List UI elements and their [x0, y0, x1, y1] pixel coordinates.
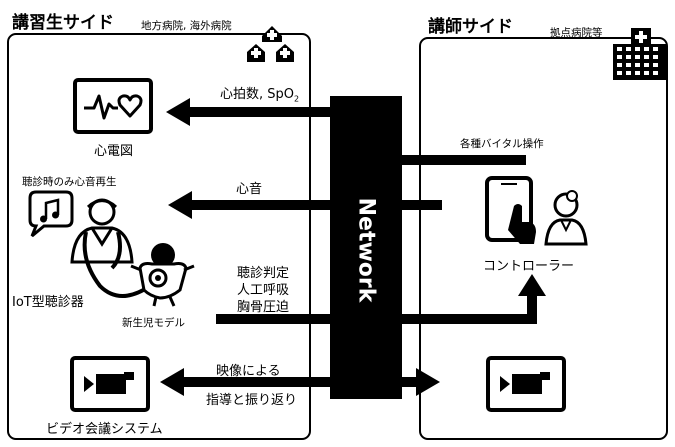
small-hospitals-icon: [247, 26, 294, 62]
heart-rate-label: 心拍数, SpO2: [220, 87, 300, 104]
auscultation-note: 聴診時のみ心音再生: [22, 176, 117, 188]
judgement-label: 聴診判定: [237, 266, 290, 281]
student-panel: [7, 33, 311, 440]
arrow-operation: [402, 155, 526, 165]
instructor-side-subtitle: 拠点病院等: [550, 27, 603, 39]
instructor-side-title: 講師サイド: [428, 17, 513, 37]
doctor-with-stethoscope-icon: [70, 198, 152, 298]
instructor-icon: [544, 190, 588, 246]
student-side-subtitle: 地方病院, 海外病院: [141, 20, 232, 32]
stethoscope-label: IoT型聴診器: [12, 295, 84, 310]
network-label: Network: [354, 198, 379, 304]
chest-compression-label: 胸骨圧迫: [237, 300, 290, 315]
newborn-label: 新生児モデル: [122, 317, 185, 329]
arrow-judgement: [216, 274, 546, 324]
newborn-icon: [130, 243, 195, 307]
arrow-video: [160, 368, 440, 396]
arrow-heart-sound: [168, 191, 442, 219]
vital-operation-label: 各種バイタル操作: [460, 138, 544, 150]
large-hospital-icon: [613, 28, 667, 80]
music-note-bubble-icon: [28, 190, 74, 238]
artificial-respiration-label: 人工呼吸: [237, 283, 290, 298]
video-conference-label: ビデオ会議システム: [46, 422, 163, 437]
video-camera-icon: [70, 356, 150, 412]
tablet-hand-icon: [485, 176, 536, 244]
arrow-heart-rate: [166, 98, 330, 126]
video-guidance-label-2: 指導と振り返り: [206, 393, 298, 408]
network-bar: [330, 96, 402, 399]
video-camera-icon-right: [486, 356, 566, 412]
controller-label: コントローラー: [483, 259, 575, 274]
heart-sound-label: 心音: [236, 182, 263, 197]
student-side-title: 講習生サイド: [12, 13, 114, 33]
instructor-panel: [419, 37, 668, 440]
ecg-label: 心電図: [94, 144, 134, 159]
ecg-monitor-icon: [73, 78, 153, 134]
video-guidance-label-1: 映像による: [216, 364, 281, 379]
